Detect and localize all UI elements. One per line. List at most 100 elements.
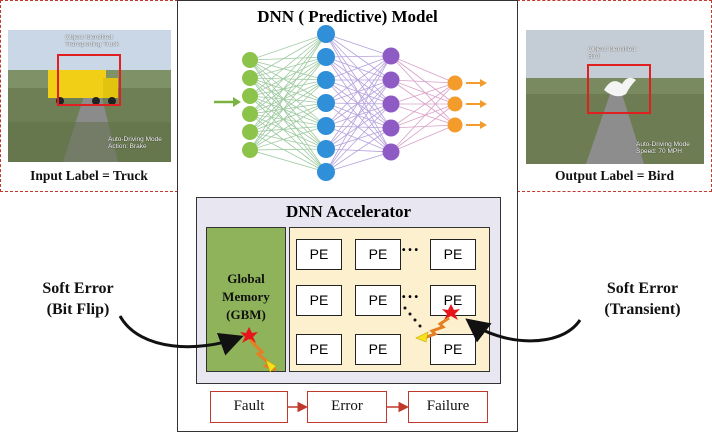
network-edge (249, 33, 327, 151)
network-edge (325, 33, 392, 57)
network-edge (325, 55, 392, 127)
network-node (382, 47, 400, 65)
transient-arrow (465, 318, 582, 343)
input-panel: Object Identified:Transporting Truck Aut… (0, 0, 178, 192)
network-edge (325, 103, 392, 173)
gbm-lightning-icon (248, 338, 277, 373)
network-edge (390, 79, 456, 126)
network-edge (325, 33, 392, 105)
model-title: DNN ( Predictive) Model (257, 7, 438, 26)
network-node (317, 48, 335, 66)
network-edge (390, 82, 456, 153)
network-edge (390, 82, 456, 129)
network-edge (390, 103, 456, 126)
failure-box: Failure (408, 391, 488, 423)
pe-box: PE (296, 334, 342, 365)
network-nodes (242, 25, 463, 181)
network-node (317, 25, 335, 43)
network-node (447, 96, 463, 112)
network-edge (249, 33, 327, 61)
network-edge (249, 79, 327, 97)
network-node (242, 142, 258, 158)
network-node (242, 70, 258, 86)
bitflip-arrow (118, 315, 244, 356)
network-edge (249, 102, 327, 133)
network-node (447, 75, 463, 91)
network-node (382, 95, 400, 113)
network-edge (249, 59, 327, 104)
input-arrow (214, 97, 241, 107)
network-node (317, 94, 335, 112)
soft-error-transient-label: Soft Error(Transient) (604, 280, 681, 318)
network-edge (249, 77, 327, 81)
accelerator-title: DNN Accelerator (285, 202, 412, 221)
network-node (242, 88, 258, 104)
pe-box: PE (355, 334, 401, 365)
network-edge (249, 102, 327, 115)
network-edge (390, 124, 456, 129)
output-label-caption: Output Label = Bird (554, 168, 675, 183)
network-edge (325, 56, 392, 105)
network-edge (325, 102, 392, 105)
network-node (317, 117, 335, 135)
soft-error-bitflip-label: Soft Error(Bit Flip) (42, 280, 114, 318)
pe-box: PE (296, 285, 342, 316)
network-edge (249, 56, 327, 133)
network-node (447, 117, 463, 133)
network-edge (325, 125, 392, 129)
network-edge (249, 77, 327, 104)
network-edge (325, 79, 392, 173)
input-label-caption: Input Label = Truck (30, 168, 148, 183)
network-edge (249, 149, 327, 173)
network-edge (325, 125, 392, 153)
network-edge (390, 124, 456, 153)
network-node (317, 71, 335, 89)
network-edge (325, 148, 392, 153)
network-node (382, 119, 400, 137)
network-edge (390, 55, 456, 84)
network-edge (249, 79, 327, 151)
network-edge (249, 33, 327, 133)
network-edge (249, 56, 327, 97)
pe-box: PE (355, 285, 401, 316)
network-edge (390, 55, 456, 105)
network-node (382, 143, 400, 161)
network-edge (325, 56, 392, 81)
network-edge (249, 56, 327, 61)
network-node (242, 52, 258, 68)
network-node (317, 140, 335, 158)
pe-ellipsis: • • • (402, 292, 419, 303)
pe-lightning-icon (415, 316, 450, 343)
network-edge (325, 151, 392, 173)
network-edge (249, 33, 327, 79)
network-edge (325, 55, 392, 81)
network-edge (249, 148, 327, 151)
network-edge (325, 55, 392, 173)
network-edge (249, 56, 327, 115)
network-edge (249, 102, 327, 151)
fault-box: Fault (210, 391, 288, 423)
pe-box: PE (296, 239, 342, 270)
network-node (242, 124, 258, 140)
network-edge (390, 82, 456, 105)
network-edge (325, 79, 392, 129)
network-edge (325, 79, 392, 105)
input-road-image: Object Identified:Transporting Truck Aut… (8, 30, 171, 162)
output-arrowhead (480, 79, 487, 87)
network-edge (249, 33, 327, 97)
gbm-error-star (240, 327, 258, 343)
network-edge (249, 79, 327, 133)
network-edge (325, 55, 392, 104)
network-edge (390, 103, 456, 153)
network-edge (249, 79, 327, 115)
network-edge (325, 102, 392, 129)
network-edge (390, 79, 456, 105)
network-connections (249, 33, 456, 173)
network-node (242, 106, 258, 122)
output-road-image: Object Identified:Bird Auto-Driving Mode… (526, 30, 704, 164)
network-edge (325, 33, 392, 81)
network-edge (325, 55, 392, 58)
